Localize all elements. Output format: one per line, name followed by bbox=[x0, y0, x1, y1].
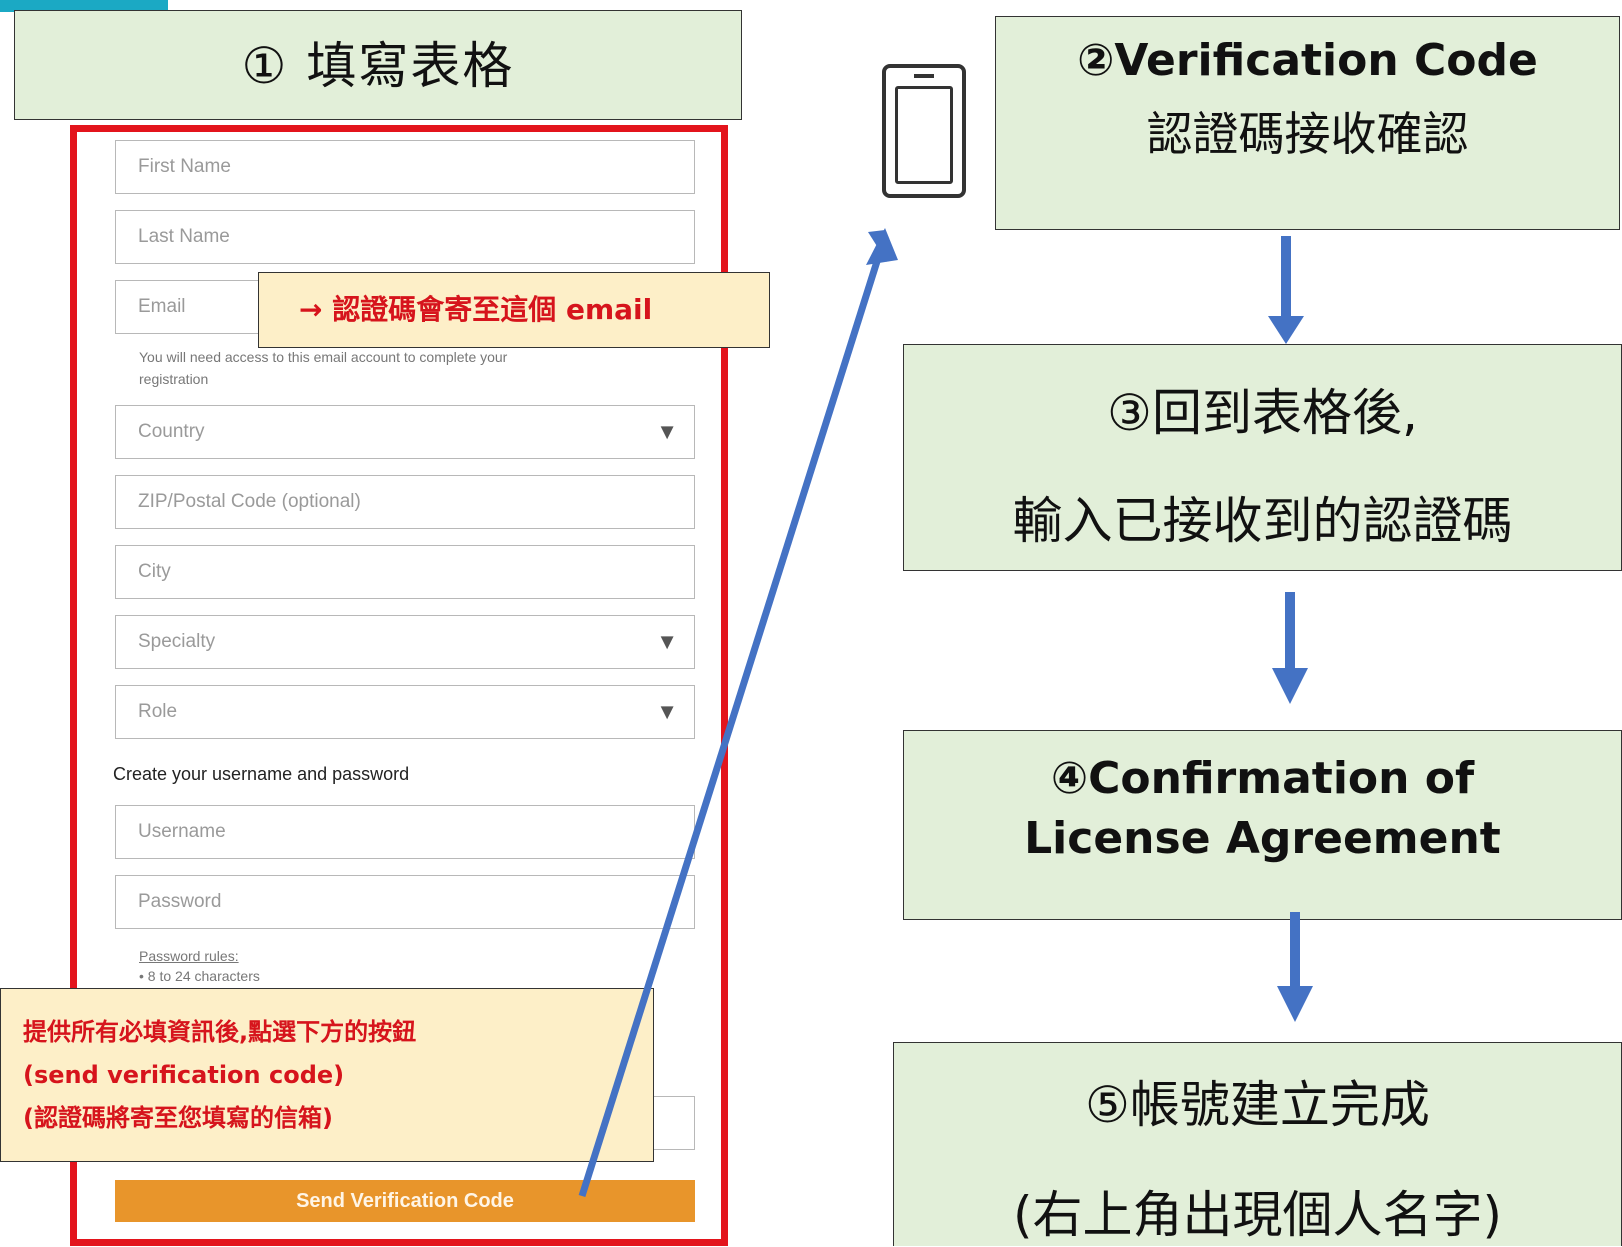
password-rule-item: • 8 to 24 characters bbox=[139, 968, 260, 984]
chevron-down-icon: ▼ bbox=[656, 629, 678, 654]
chevron-down-icon: ▼ bbox=[656, 419, 678, 444]
send-callout: 提供所有必填資訊後,點選下方的按鈕 (send verification cod… bbox=[0, 988, 654, 1162]
step4-line1: ④Confirmation of bbox=[1050, 753, 1475, 804]
send-callout-line1: 提供所有必填資訊後,點選下方的按鈕 bbox=[23, 1018, 417, 1046]
zip-placeholder: ZIP/Postal Code (optional) bbox=[138, 491, 361, 512]
flow-arrowhead bbox=[1277, 986, 1313, 1022]
step3-line1: ③回到表格後, bbox=[1107, 384, 1418, 442]
step5-box: ⑤帳號建立完成 (右上角出現個人名字) bbox=[893, 1042, 1622, 1246]
last-name-placeholder: Last Name bbox=[138, 226, 230, 247]
email-hint-line1: You will need access to this email accou… bbox=[139, 349, 508, 365]
step4-line2: License Agreement bbox=[1024, 813, 1501, 864]
email-callout: → 認證碼會寄至這個 email bbox=[258, 272, 770, 348]
password-placeholder: Password bbox=[138, 891, 222, 912]
password-rules-link[interactable]: Password rules: bbox=[139, 948, 239, 964]
send-callout-line2: (send verification code) bbox=[23, 1061, 345, 1089]
step5-line1: ⑤帳號建立完成 bbox=[1085, 1076, 1430, 1134]
password-input[interactable]: Password bbox=[115, 875, 695, 929]
flow-arrowhead bbox=[1272, 668, 1308, 704]
step2-box: ②Verification Code 認證碼接收確認 bbox=[995, 16, 1620, 230]
step2-title-zh: 認證碼接收確認 bbox=[1146, 107, 1469, 161]
send-callout-line3: (認證碼將寄至您填寫的信箱) bbox=[23, 1104, 333, 1132]
email-hint-line2: registration bbox=[139, 371, 209, 387]
role-placeholder: Role bbox=[138, 701, 178, 722]
step2-title-en: ②Verification Code bbox=[1077, 35, 1538, 86]
city-placeholder: City bbox=[138, 561, 171, 582]
city-input[interactable]: City bbox=[115, 545, 695, 599]
username-input[interactable]: Username bbox=[115, 805, 695, 859]
role-select[interactable]: Role ▼ bbox=[115, 685, 695, 739]
last-name-input[interactable]: Last Name bbox=[115, 210, 695, 264]
flow-arrowhead bbox=[1268, 316, 1304, 344]
step3-line2: 輸入已接收到的認證碼 bbox=[1012, 492, 1513, 550]
step1-title: ① 填寫表格 bbox=[241, 37, 515, 95]
email-hint: You will need access to this email accou… bbox=[139, 346, 507, 390]
step4-box: ④Confirmation of License Agreement bbox=[903, 730, 1622, 920]
step3-box: ③回到表格後, 輸入已接收到的認證碼 bbox=[903, 344, 1622, 571]
zip-input[interactable]: ZIP/Postal Code (optional) bbox=[115, 475, 695, 529]
country-placeholder: Country bbox=[138, 421, 205, 442]
password-rules: Password rules: • 8 to 24 characters bbox=[139, 946, 260, 986]
accent-corner bbox=[0, 0, 168, 12]
first-name-input[interactable]: First Name bbox=[115, 140, 695, 194]
username-placeholder: Username bbox=[138, 821, 226, 842]
specialty-select[interactable]: Specialty ▼ bbox=[115, 615, 695, 669]
step1-title-box: ① 填寫表格 bbox=[14, 10, 742, 120]
send-verification-code-button[interactable]: Send Verification Code bbox=[115, 1180, 695, 1222]
credentials-section-label: Create your username and password bbox=[113, 764, 410, 784]
phone-icon bbox=[882, 64, 966, 198]
first-name-placeholder: First Name bbox=[138, 156, 231, 177]
phone-speaker bbox=[914, 74, 934, 78]
chevron-down-icon: ▼ bbox=[656, 699, 678, 724]
flow-arrow-icon bbox=[578, 234, 889, 1198]
specialty-placeholder: Specialty bbox=[138, 631, 216, 652]
phone-screen bbox=[895, 86, 953, 184]
country-select[interactable]: Country ▼ bbox=[115, 405, 695, 459]
step5-line2: (右上角出現個人名字) bbox=[1012, 1186, 1502, 1244]
flow-arrowhead-tip bbox=[866, 228, 898, 265]
email-placeholder: Email bbox=[138, 296, 186, 317]
